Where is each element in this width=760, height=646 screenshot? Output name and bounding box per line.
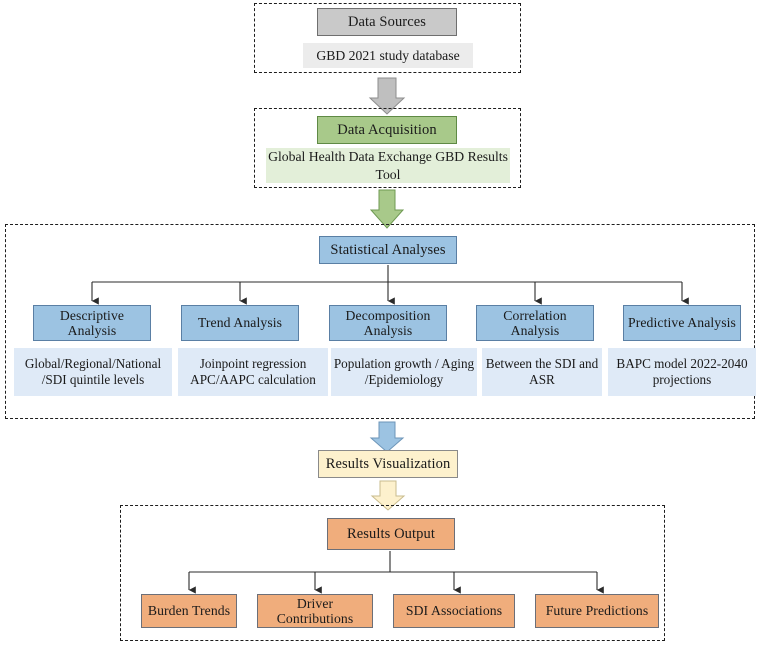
branch-decomposition-analysis[interactable]: Decomposition Analysis bbox=[329, 305, 447, 341]
branch-trend-analysis[interactable]: Trend Analysis bbox=[181, 305, 299, 341]
output-driver-contributions[interactable]: Driver Contributions bbox=[257, 594, 373, 628]
data-sources-description: GBD 2021 study database bbox=[303, 43, 473, 68]
output-sdi-associations[interactable]: SDI Associations bbox=[393, 594, 515, 628]
data-acquisition-description-text: Global Health Data Exchange GBD Results … bbox=[268, 149, 508, 182]
data-sources-container bbox=[254, 3, 521, 73]
output-sdi-associations-label: SDI Associations bbox=[405, 603, 503, 619]
data-acquisition-container bbox=[254, 108, 521, 188]
data-acquisition-header[interactable]: Data Acquisition bbox=[317, 116, 457, 144]
data-sources-header[interactable]: Data Sources bbox=[317, 8, 457, 36]
branch-correlation-analysis-description-text: Between the SDI and ASR bbox=[485, 355, 599, 388]
branch-trend-analysis-description-text: Joinpoint regression APC/AAPC calculatio… bbox=[190, 355, 316, 388]
branch-descriptive-analysis-description-text: Global/Regional/National /SDI quintile l… bbox=[24, 355, 162, 388]
data-sources-header-label: Data Sources bbox=[347, 13, 427, 30]
branch-predictive-analysis[interactable]: Predictive Analysis bbox=[623, 305, 741, 341]
data-sources-description-text: GBD 2021 study database bbox=[316, 47, 460, 63]
arrow-acquisition-to-analyses bbox=[369, 189, 405, 229]
results-visualization-label: Results Visualization bbox=[325, 455, 451, 472]
branch-decomposition-analysis-description-text: Population growth / Aging /Epidemiology bbox=[333, 355, 475, 388]
output-burden-trends[interactable]: Burden Trends bbox=[141, 594, 237, 628]
statistical-analyses-container bbox=[5, 224, 755, 419]
branch-predictive-analysis-description-text: BAPC model 2022-2040 projections bbox=[616, 355, 748, 388]
branch-correlation-analysis-description: Between the SDI and ASR bbox=[482, 348, 602, 396]
results-visualization-box[interactable]: Results Visualization bbox=[318, 450, 458, 478]
results-output-header[interactable]: Results Output bbox=[327, 518, 455, 550]
statistical-analyses-header-label: Statistical Analyses bbox=[330, 241, 446, 258]
branch-decomposition-analysis-label: Decomposition Analysis bbox=[345, 307, 431, 338]
results-output-container bbox=[120, 505, 665, 641]
branch-descriptive-analysis-label: Descriptive Analysis bbox=[59, 307, 125, 338]
results-output-header-label: Results Output bbox=[346, 525, 435, 542]
output-burden-trends-label: Burden Trends bbox=[147, 603, 231, 619]
data-acquisition-description: Global Health Data Exchange GBD Results … bbox=[266, 148, 510, 183]
statistical-analyses-header[interactable]: Statistical Analyses bbox=[319, 236, 457, 264]
data-acquisition-header-label: Data Acquisition bbox=[337, 121, 437, 138]
branch-correlation-analysis[interactable]: Correlation Analysis bbox=[476, 305, 594, 341]
branch-trend-analysis-description: Joinpoint regression APC/AAPC calculatio… bbox=[178, 348, 328, 396]
branch-correlation-analysis-label: Correlation Analysis bbox=[503, 307, 567, 338]
branch-predictive-analysis-description: BAPC model 2022-2040 projections bbox=[608, 348, 756, 396]
branch-descriptive-analysis[interactable]: Descriptive Analysis bbox=[33, 305, 151, 341]
branch-trend-analysis-label: Trend Analysis bbox=[197, 315, 283, 331]
arrow-analyses-to-visualization bbox=[369, 421, 405, 453]
output-future-predictions[interactable]: Future Predictions bbox=[535, 594, 659, 628]
output-future-predictions-label: Future Predictions bbox=[545, 603, 649, 619]
branch-predictive-analysis-label: Predictive Analysis bbox=[628, 315, 736, 331]
output-driver-contributions-label: Driver Contributions bbox=[276, 595, 354, 626]
branch-decomposition-analysis-description: Population growth / Aging /Epidemiology bbox=[331, 348, 477, 396]
branch-descriptive-analysis-description: Global/Regional/National /SDI quintile l… bbox=[14, 348, 172, 396]
